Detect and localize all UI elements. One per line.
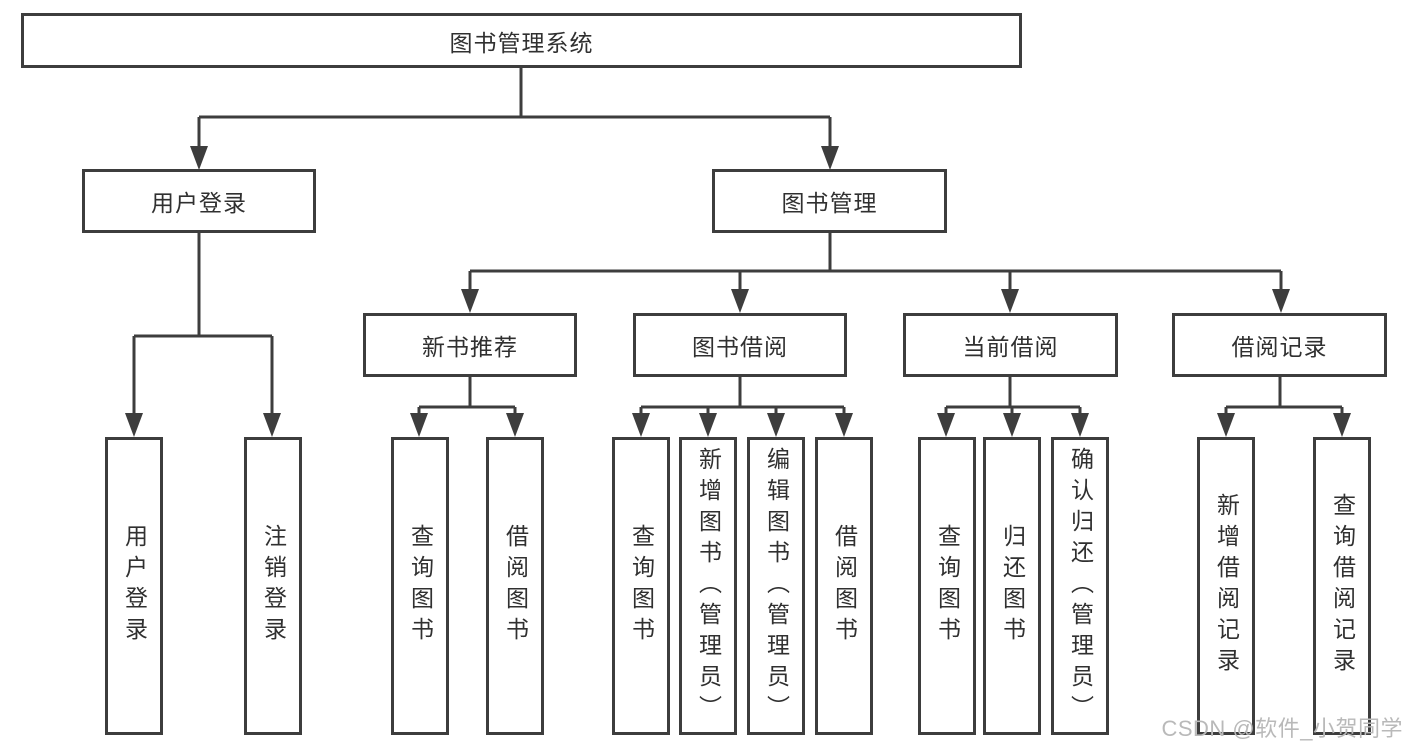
node-leaf-query-books-1-label: 查询图书 (407, 524, 434, 648)
node-current-borrowing-label: 当前借阅 (962, 334, 1059, 360)
node-current-borrowing: 当前借阅 (903, 313, 1118, 377)
node-book-borrowing: 图书借阅 (633, 313, 847, 377)
node-leaf-query-books-2: 查询图书 (612, 437, 670, 735)
node-leaf-query-books-1: 查询图书 (391, 437, 449, 735)
node-leaf-edit-book-admin: 编辑图书（管理员） (747, 437, 805, 735)
node-leaf-confirm-return-admin: 确认归还（管理员） (1051, 437, 1109, 735)
node-leaf-add-book-admin-label: 新增图书（管理员） (695, 446, 722, 726)
node-borrow-records-label: 借阅记录 (1231, 334, 1328, 360)
node-leaf-confirm-return-admin-label: 确认归还（管理员） (1067, 446, 1094, 726)
node-book-management-branch-label: 图书管理 (781, 190, 878, 216)
watermark: CSDN @软件_小贺同学 (1161, 716, 1403, 741)
node-book-management-branch: 图书管理 (712, 169, 947, 233)
node-leaf-query-books-3: 查询图书 (918, 437, 976, 735)
node-leaf-return-book: 归还图书 (983, 437, 1041, 735)
node-leaf-return-book-label: 归还图书 (999, 524, 1026, 648)
node-leaf-borrow-books-1-label: 借阅图书 (502, 524, 529, 648)
node-borrow-records: 借阅记录 (1172, 313, 1387, 377)
node-new-book-recommend-label: 新书推荐 (422, 334, 518, 360)
node-leaf-logout-label: 注销登录 (260, 524, 287, 648)
node-leaf-logout: 注销登录 (244, 437, 302, 735)
node-system-root-label: 图书管理系统 (449, 29, 594, 56)
node-leaf-borrow-books-2-label: 借阅图书 (831, 524, 858, 648)
node-leaf-query-borrow-record-label: 查询借阅记录 (1329, 493, 1356, 679)
node-leaf-add-borrow-record-label: 新增借阅记录 (1213, 493, 1240, 679)
node-leaf-user-login: 用户登录 (105, 437, 163, 735)
node-leaf-borrow-books-2: 借阅图书 (815, 437, 873, 735)
node-leaf-user-login-label: 用户登录 (121, 524, 148, 648)
node-system-root: 图书管理系统 (21, 13, 1022, 68)
node-leaf-add-book-admin: 新增图书（管理员） (679, 437, 737, 735)
node-user-login-branch-label: 用户登录 (151, 190, 247, 216)
node-leaf-query-books-3-label: 查询图书 (934, 524, 961, 648)
node-leaf-edit-book-admin-label: 编辑图书（管理员） (763, 446, 790, 726)
node-leaf-add-borrow-record: 新增借阅记录 (1197, 437, 1255, 735)
node-book-borrowing-label: 图书借阅 (692, 334, 788, 360)
node-leaf-query-borrow-record: 查询借阅记录 (1313, 437, 1371, 735)
node-new-book-recommend: 新书推荐 (363, 313, 577, 377)
node-user-login-branch: 用户登录 (82, 169, 316, 233)
node-leaf-query-books-2-label: 查询图书 (628, 524, 655, 648)
node-leaf-borrow-books-1: 借阅图书 (486, 437, 544, 735)
